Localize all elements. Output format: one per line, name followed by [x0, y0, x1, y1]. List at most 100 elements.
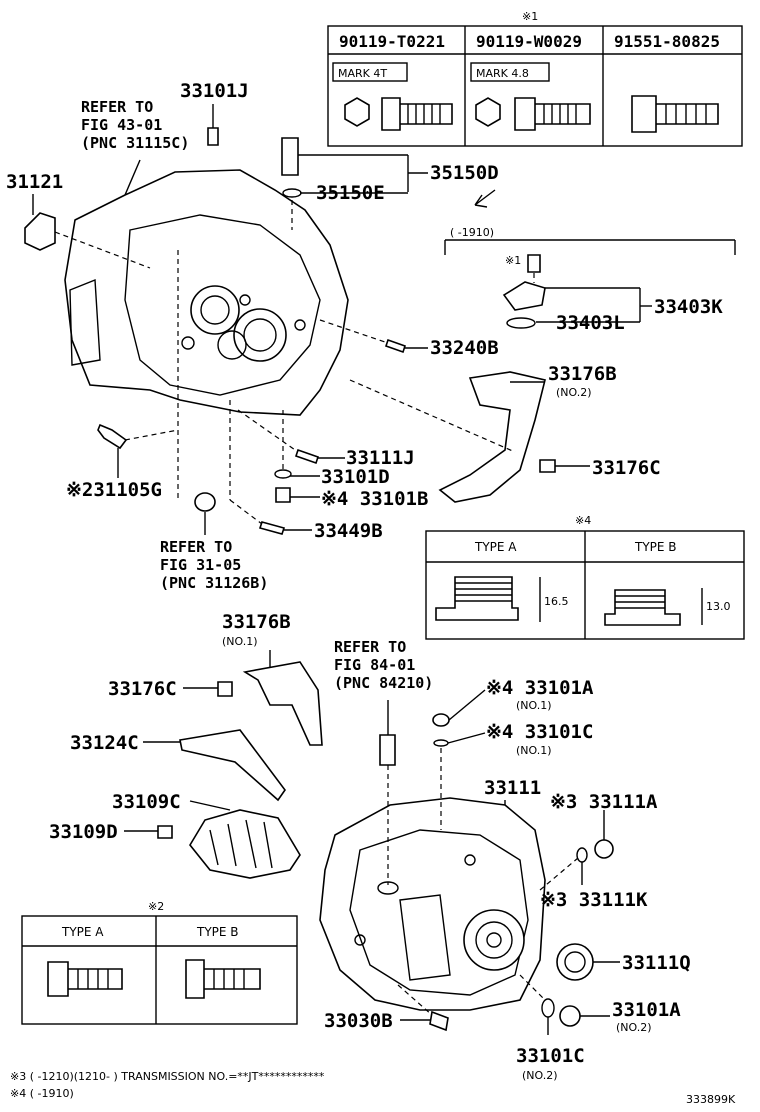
label-33240B: 33240B: [430, 337, 499, 359]
bolt-icon-3: [631, 95, 719, 133]
label-33176C-top: 33176C: [592, 457, 661, 479]
label-33101A-top: ※4 33101A: [486, 677, 594, 699]
front-housing: [64, 169, 349, 416]
part-33101J: [207, 127, 219, 146]
part-35150D: [281, 137, 299, 176]
callout-labels: 33101J REFER TO FIG 43-01 (PNC 31115C) 3…: [6, 80, 723, 1082]
leader-lines-lower: [400, 810, 620, 1035]
label-33176C-mid: 33176C: [108, 678, 177, 700]
hex-head-icon-2: [475, 97, 501, 127]
footnotes: ※3 ( -1210)(1210- ) TRANSMISSION NO.=**J…: [10, 1070, 736, 1106]
drawing-code: 333899K: [686, 1093, 736, 1106]
label-31121: 31121: [6, 171, 63, 193]
label-33176B-top: 33176B: [548, 363, 617, 385]
table2-type-a: TYPE A: [61, 925, 104, 939]
table4-type-a: TYPE A: [474, 540, 517, 554]
part-33111K: [576, 847, 588, 863]
bolt-31105G: [97, 423, 128, 450]
part-33111J: [294, 448, 320, 465]
label-pnc-31115C: (PNC 31115C): [81, 134, 189, 152]
leader-lines-upper: [32, 104, 736, 535]
label-33176B-mid: 33176B: [222, 611, 291, 633]
fastener-part-1: 90119-T0221: [339, 32, 445, 51]
part-33124C: [179, 729, 286, 802]
table2-note: ※2: [148, 900, 164, 913]
table1-note: ※1: [522, 10, 538, 23]
part-refer-84210: [379, 734, 396, 766]
mark-4t: MARK 4T: [338, 67, 387, 80]
part-33111A: [594, 839, 614, 859]
part-33101C-no1: [433, 739, 449, 747]
part-33111Q: [556, 943, 594, 981]
label-33111Q: 33111Q: [622, 952, 691, 974]
label-33403K: 33403K: [654, 296, 723, 318]
label-33101C-top: ※4 33101C: [486, 721, 593, 743]
label-33111K: ※3 33111K: [540, 889, 648, 911]
bolt-33030B: [429, 1010, 449, 1032]
part-33176B-no2: [438, 371, 546, 503]
part-33240B: [384, 338, 407, 354]
hex-head-icon-1: [344, 97, 370, 127]
part-33403L: [506, 317, 536, 329]
label-range-1910: ( -1910): [450, 226, 494, 239]
label-fig-84-01: FIG 84-01: [334, 656, 415, 674]
label-33111: 33111: [484, 777, 541, 799]
label-fig-43-01: FIG 43-01: [81, 116, 162, 134]
part-33176B-no1: [242, 661, 323, 746]
label-33449B: 33449B: [314, 520, 383, 542]
table4-note: ※4: [575, 514, 591, 527]
direction-arrow-icon: [474, 189, 496, 208]
label-33101B: ※4 33101B: [321, 488, 428, 510]
label-33111J: 33111J: [346, 447, 415, 469]
label-35150E: 35150E: [316, 182, 385, 204]
label-33109C: 33109C: [112, 791, 181, 813]
label-no1-c: (NO.1): [516, 744, 552, 757]
part-33101B: [275, 487, 291, 503]
bolt-33176C-mid: [217, 681, 233, 697]
bolt-33109D: [157, 825, 173, 839]
bolt-type-b-icon: [185, 959, 261, 999]
label-pnc-31126B: (PNC 31126B): [160, 574, 268, 592]
bolt-33403-mark1: [527, 254, 541, 273]
dashed-lines-lower: [387, 748, 579, 1016]
type-table-4: ※4 TYPE A TYPE B 16.5 13.0: [425, 514, 745, 640]
label-no2-b: (NO.2): [616, 1021, 652, 1034]
rear-housing: [319, 797, 546, 1011]
part-35150E: [282, 188, 302, 198]
footnote-4: ※4 ( -1910): [10, 1087, 74, 1100]
label-fig-31-05: FIG 31-05: [160, 556, 241, 574]
mark-48: MARK 4.8: [476, 67, 529, 80]
part-33101D: [274, 469, 292, 479]
label-33109D: 33109D: [49, 821, 118, 843]
label-35150D: 35150D: [430, 162, 499, 184]
label-no2-c: (NO.2): [522, 1069, 558, 1082]
dashed-lines-upper: [54, 200, 535, 525]
part-refer-31126B: [194, 492, 216, 512]
dim-a: 16.5: [544, 595, 569, 608]
label-refer-to-1: REFER TO: [81, 98, 153, 116]
label-refer-to-2: REFER TO: [160, 538, 232, 556]
dim-b: 13.0: [706, 600, 731, 613]
label-33403L: 33403L: [556, 312, 625, 334]
plug-type-a-icon: [435, 576, 519, 621]
label-no2-a: (NO.2): [556, 386, 592, 399]
part-33101A-no2: [559, 1005, 581, 1027]
fastener-part-2: 90119-W0029: [476, 32, 582, 51]
label-31105G: ※231105G: [66, 479, 162, 501]
label-33124C: 33124C: [70, 732, 139, 754]
type-table-2: ※2 TYPE A TYPE B: [21, 900, 298, 1025]
part-33101A-no1: [432, 713, 450, 727]
label-33101J: 33101J: [180, 80, 249, 102]
label-33111A: ※3 33111A: [550, 791, 658, 813]
bolt-33176C-top: [539, 459, 556, 473]
bolt-type-a-icon: [47, 961, 123, 997]
fasteners-table: ※1 90119-T0221 90119-W0029 91551-80825 M…: [327, 10, 743, 147]
footnote-3: ※3 ( -1210)(1210- ) TRANSMISSION NO.=**J…: [10, 1070, 325, 1083]
bolt-icon-1: [381, 97, 453, 131]
table2-type-b: TYPE B: [196, 925, 239, 939]
label-no1-b: (NO.1): [516, 699, 552, 712]
fastener-part-3: 91551-80825: [614, 32, 720, 51]
leader-lines-middle: [124, 650, 506, 832]
label-33101D: 33101D: [321, 466, 390, 488]
